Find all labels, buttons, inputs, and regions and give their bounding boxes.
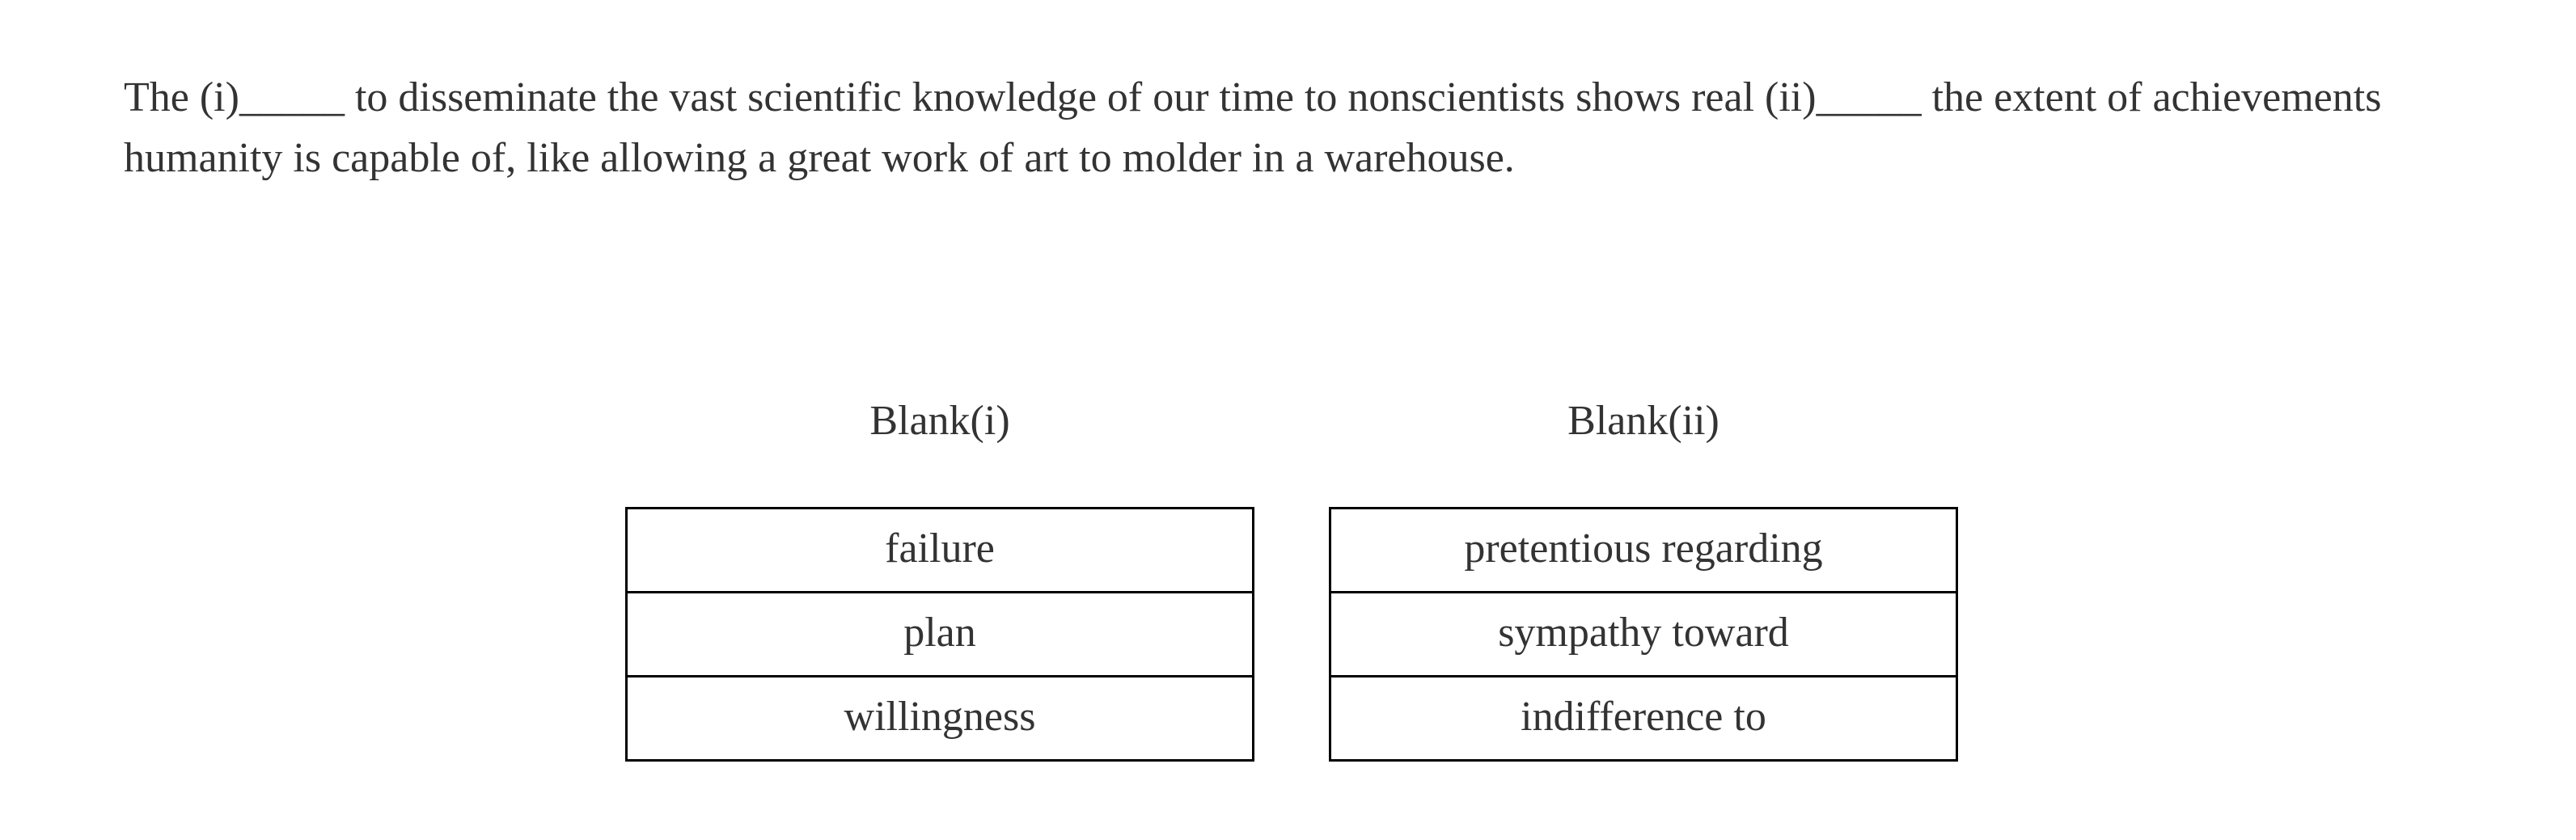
blank-ii-header: Blank(ii) (1567, 398, 1719, 444)
choice-pretentious-regarding[interactable]: pretentious regarding (1464, 526, 1823, 572)
choice-sympathy-toward[interactable]: sympathy toward (1331, 591, 1956, 675)
choice-indifference-to[interactable]: indifference to (1331, 675, 1956, 759)
passage-part-1: The (i) (124, 74, 239, 120)
passage-part-3: the extent of achievements humanity is c… (124, 74, 2382, 181)
blank-ii-choices: pretentious regarding sympathy toward in… (1329, 507, 1958, 762)
question-passage: The (i)_____ to disseminate the vast sci… (124, 67, 2453, 188)
choice-willingness[interactable]: willingness (628, 675, 1252, 759)
blank-ii-placeholder: _____ (1816, 74, 1922, 120)
blank-i-placeholder: _____ (239, 74, 345, 120)
blank-i-choices: failure plan willingness (625, 507, 1254, 762)
passage-part-2: to disseminate the vast scientific knowl… (344, 74, 1817, 120)
choice-failure[interactable]: failure (885, 526, 995, 572)
blank-i-header: Blank(i) (869, 398, 1010, 444)
choice-plan[interactable]: plan (628, 591, 1252, 675)
